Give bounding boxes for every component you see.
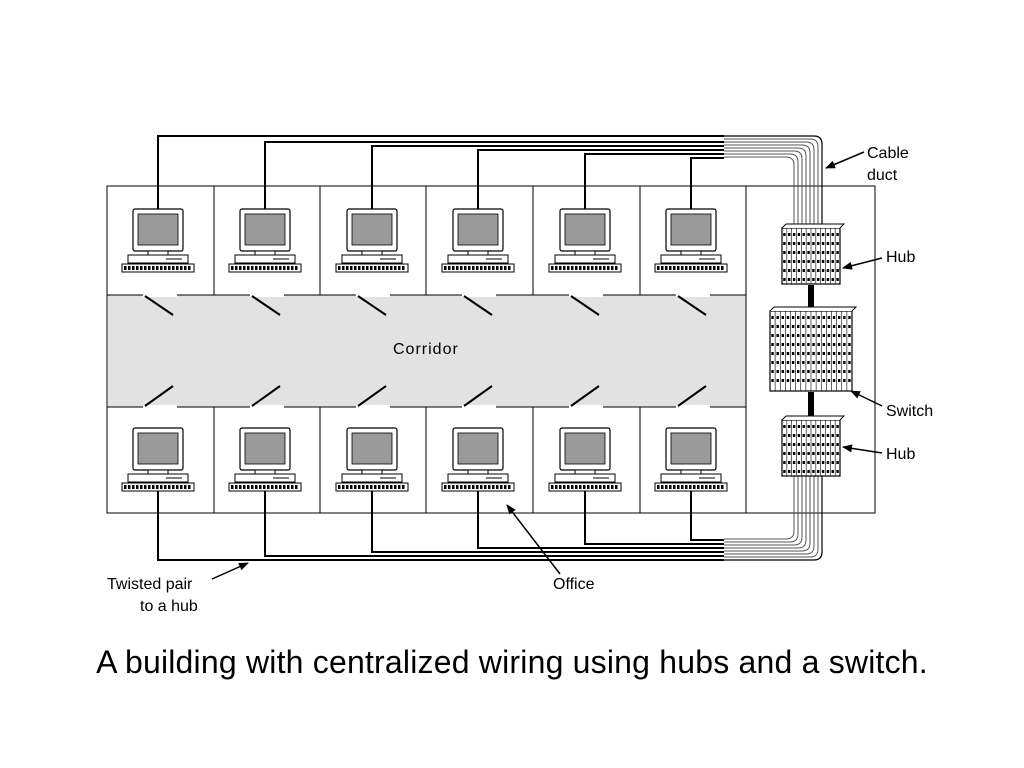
office-doors (143, 293, 710, 409)
cable-duct-label-line1: Cable (867, 145, 909, 162)
door-top (357, 295, 387, 316)
door-top (251, 295, 281, 316)
computer (654, 427, 728, 492)
hub-top-label: Hub (886, 249, 915, 266)
computer (548, 427, 622, 492)
cable-duct-bottom (724, 476, 823, 561)
door-top (144, 295, 174, 316)
computer (441, 208, 515, 273)
twisted-pair-arrow (211, 562, 249, 580)
computer (335, 427, 409, 492)
computers (121, 208, 728, 492)
hub-switch-link-top (808, 285, 814, 310)
door-bottom (251, 385, 281, 407)
door-bottom (463, 385, 493, 407)
door-bottom (357, 385, 387, 407)
office-label: Office (553, 576, 595, 593)
computer (228, 427, 302, 492)
switch-arrow (850, 390, 883, 407)
hub-switch-link-bottom (808, 392, 814, 418)
computer (441, 427, 515, 492)
door-bottom (570, 385, 600, 407)
twisted-pair-label-line1: Twisted pair (107, 576, 193, 593)
office-walls (107, 186, 747, 513)
door-top (570, 295, 600, 316)
computer (654, 208, 728, 273)
door-top (677, 295, 707, 316)
corridor-area (108, 295, 746, 407)
hub-top-arrow (842, 257, 883, 270)
switch (769, 306, 858, 392)
computer (548, 208, 622, 273)
computer (335, 208, 409, 273)
computer (228, 208, 302, 273)
door-bottom (677, 385, 707, 407)
door-bottom (144, 385, 174, 407)
computer (121, 427, 195, 492)
twisted-pair-label-line2: to a hub (140, 598, 198, 615)
twisted-pair-wires (157, 135, 724, 561)
hub-bottom (781, 415, 846, 477)
hub-top (781, 223, 846, 285)
hub-bottom-arrow (842, 444, 883, 454)
door-top (463, 295, 493, 316)
switch-label: Switch (886, 403, 933, 420)
corridor-label: Corridor (393, 341, 459, 358)
cable-duct-label-line2: duct (867, 167, 898, 184)
cable-duct-top (724, 135, 823, 228)
hub-bottom-label: Hub (886, 446, 915, 463)
figure-caption: A building with centralized wiring using… (96, 644, 928, 680)
computer (121, 208, 195, 273)
cable-duct-arrow (825, 151, 865, 169)
office-arrow (506, 504, 561, 575)
